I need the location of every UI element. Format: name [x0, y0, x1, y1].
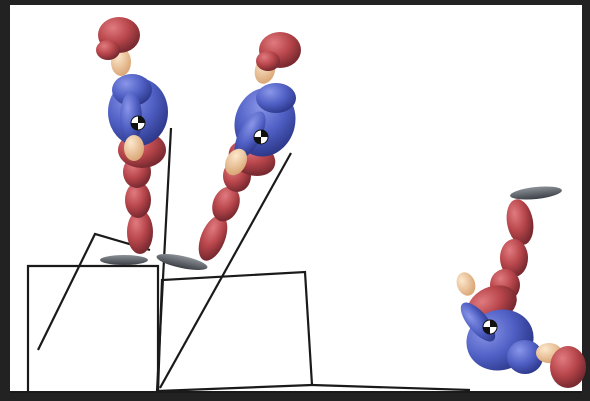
center-of-mass-icon	[483, 320, 497, 334]
center-of-mass-icon	[254, 130, 268, 144]
center-of-mass-icon	[131, 116, 145, 130]
figure-1-foot	[100, 255, 148, 265]
